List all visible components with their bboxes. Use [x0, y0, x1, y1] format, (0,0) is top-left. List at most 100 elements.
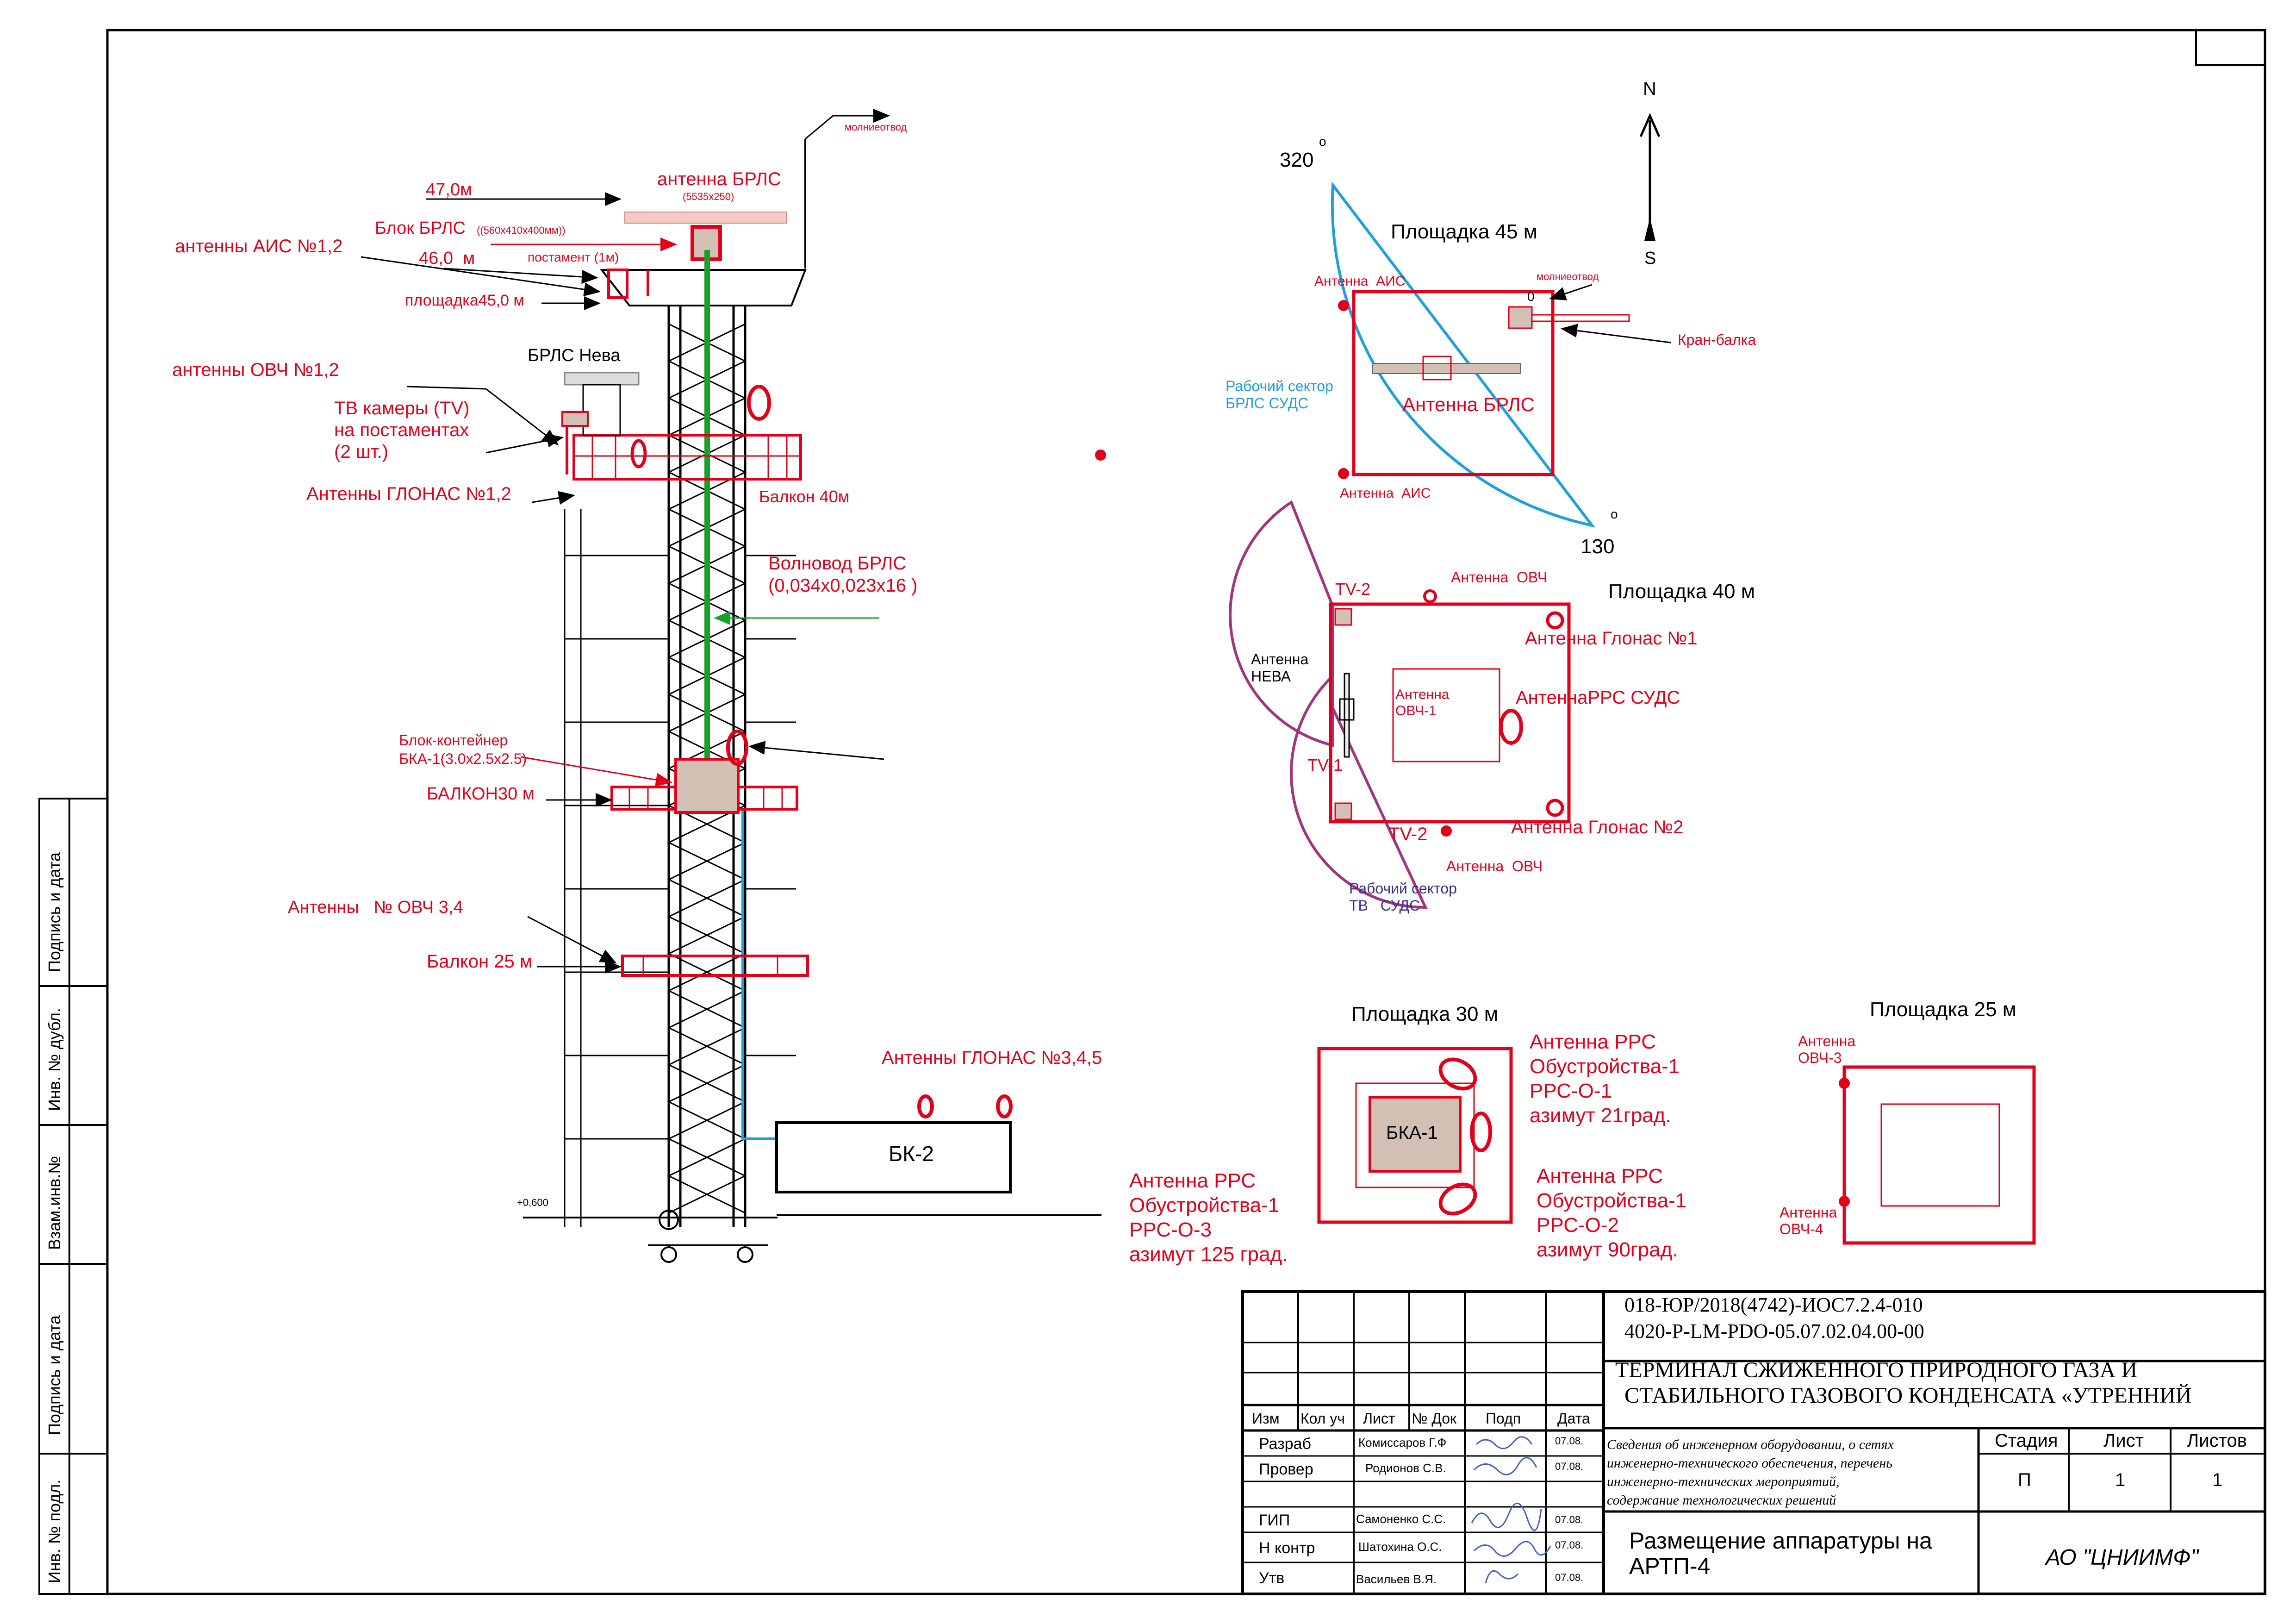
plan-30: Площадка 30 м БКА-1 Антенна РРС Обустрой…: [1317, 1003, 1686, 1261]
mark-zero: 0: [1527, 289, 1535, 304]
signer-date-2: 07.08.: [1555, 1461, 1583, 1472]
signer-name-2: Родионов С.В.: [1365, 1461, 1446, 1475]
hdr-doc: № Док: [1412, 1410, 1457, 1427]
stamp-dup-inv: Инв. № дубл.: [45, 1008, 64, 1111]
deg-320-label: 320: [1280, 149, 1313, 171]
description-line-2: инженерно-технического обеспечения, пере…: [1607, 1455, 1892, 1471]
sheets-label: Листов: [2187, 1430, 2247, 1451]
title-block-text: 018-ЮР/2018(4742)-ИОС7.2.4-010 4020-P-LM…: [1252, 1293, 2247, 1587]
bka1-label: БКА-1: [1386, 1123, 1438, 1143]
plan-45: Площадка 45 м 320 о 130 о Антенна АИС Ан…: [1226, 134, 1756, 558]
sheets-value: 1: [2212, 1470, 2222, 1490]
tv-sector-1: Рабочий сектор: [1349, 880, 1457, 897]
signer-name-5: Шатохина О.С.: [1358, 1540, 1442, 1554]
signer-date-5: 07.08.: [1555, 1539, 1583, 1551]
vhf3-label-1: Антенна: [1798, 1033, 1855, 1049]
neva-label-1: Антенна: [1251, 651, 1308, 668]
signer-date-4: 07.08.: [1555, 1514, 1583, 1525]
platform-45-label: площадка45,0 м: [405, 292, 524, 309]
tv2-top-label: TV-2: [1335, 580, 1370, 599]
level-47-label: 47,0м: [426, 180, 472, 200]
crane-label: Кран-балка: [1678, 331, 1756, 348]
tv-cameras-label-3: (2 шт.): [334, 442, 388, 462]
stage-label: Стадия: [1995, 1430, 2058, 1451]
block-container-label-2: БКА-1(3.0x2.5x2.5): [399, 750, 527, 767]
signer-date-6: 07.08.: [1555, 1572, 1583, 1583]
tv-cameras-label-1: ТВ камеры (TV): [334, 398, 469, 418]
signature-marks: [1471, 1436, 1551, 1584]
brls-sector-2: БРЛС СУДС: [1226, 395, 1308, 412]
rrs-o3-line-3: РРС-О-3: [1129, 1218, 1212, 1241]
description-line-4: содержание технологических решений: [1607, 1493, 1836, 1508]
stamp-signature-date-1: Подпись и дата: [45, 852, 64, 972]
sheet-title-1: Размещение аппаратуры на: [1629, 1528, 1932, 1554]
rrs-o2-line-4: азимут 90град.: [1537, 1238, 1678, 1261]
rrs-o1-line-2: Обустройства-1: [1530, 1055, 1680, 1078]
block-container-label-1: Блок-контейнер: [399, 732, 508, 749]
stamp-replace-inv: Взам.инв.№: [45, 1156, 64, 1250]
stage-value: П: [2018, 1470, 2031, 1490]
signer-role-6: Утв: [1259, 1569, 1284, 1587]
deg-130-sign: о: [1611, 507, 1618, 521]
level-46-label: 46,0 м: [419, 249, 475, 268]
rrs-o2-line-3: РРС-О-2: [1537, 1214, 1619, 1237]
bk2-box: [775, 1121, 1012, 1193]
hdr-sheet: Лист: [1363, 1410, 1395, 1427]
north-label: N: [1643, 79, 1656, 99]
vhf4-label-2: ОВЧ-4: [1780, 1221, 1823, 1237]
ais-top-label: Антенна АИС: [1314, 274, 1405, 289]
brls-antenna-bar: [624, 212, 787, 224]
vhf1-label-2: ОВЧ-1: [1395, 703, 1437, 718]
sheet-value: 1: [2115, 1470, 2125, 1490]
vhf-bottom-label: Антенна ОВЧ: [1446, 858, 1543, 874]
signer-role-1: Разраб: [1259, 1435, 1311, 1453]
rrs-o2-line-1: Антенна РРС: [1537, 1165, 1663, 1187]
south-label: S: [1644, 249, 1656, 268]
rrs-o2-line-2: Обустройства-1: [1537, 1189, 1686, 1212]
rrs-o3-line-1: Антенна РРС: [1129, 1169, 1256, 1192]
brls-neva-box: [564, 372, 640, 386]
plan25-title: Площадка 25 м: [1870, 998, 2016, 1021]
rrs-o1-line-3: РРС-О-1: [1530, 1080, 1612, 1102]
pedestal-label: постамент (1м): [528, 250, 619, 264]
deg-130-label: 130: [1580, 535, 1614, 558]
signer-name-1: Комиссаров Г.Ф: [1358, 1436, 1446, 1449]
plan-40: Площадка 40 м TV-2 Антенна ОВЧ Антенна Г…: [1229, 500, 1755, 914]
balcony-25-label: Балкон 25 м: [427, 951, 532, 972]
waveguide-label-1: Волновод БРЛС: [768, 553, 906, 574]
signer-role-2: Провер: [1259, 1461, 1313, 1478]
sheet-title-2: АРТП-4: [1629, 1553, 1710, 1579]
vhf-34-label: Антенны № ОВЧ 3,4: [288, 898, 463, 917]
plan45-title: Площадка 45 м: [1391, 220, 1537, 243]
tv1-label: TV-1: [1307, 756, 1343, 775]
tv-sector-2: ТВ СУДС: [1349, 897, 1420, 914]
vhf4-label-1: Антенна: [1780, 1204, 1837, 1221]
vhf-12-label: антенны ОВЧ №1,2: [172, 360, 339, 380]
tv2-bottom-label: TV-2: [1388, 824, 1427, 844]
sheet-label: Лист: [2103, 1430, 2144, 1451]
brls-plan-label: Антенна БРЛС: [1402, 394, 1535, 415]
company-name: АО "ЦНИИМФ": [2044, 1545, 2199, 1570]
rrs-o1-line-1: Антенна РРС: [1530, 1031, 1656, 1053]
balcony-40-label: Балкон 40м: [759, 487, 850, 506]
hdr-date: Дата: [1557, 1410, 1590, 1427]
signer-name-4: Самоненко С.С.: [1356, 1512, 1446, 1526]
tv-cameras-label-2: на постаментах: [334, 420, 469, 440]
vhf-top-label: Антенна ОВЧ: [1451, 569, 1547, 586]
signer-date-1: 07.08.: [1555, 1435, 1583, 1447]
glonass-345-label: Антенны ГЛОНАС №3,4,5: [882, 1048, 1102, 1068]
rrs-o3-line-4: азимут 125 град.: [1129, 1243, 1288, 1266]
hdr-sign: Подп: [1486, 1410, 1521, 1427]
vhf3-label-2: ОВЧ-3: [1798, 1049, 1842, 1066]
vhf1-label-1: Антенна: [1395, 687, 1450, 702]
tower-labels: молниеотвод антенна БРЛС (5535x250) 47,0…: [172, 121, 1102, 1208]
signer-name-6: Васильев В.Я.: [1356, 1572, 1437, 1586]
description-line-1: Сведения об инженерном оборудовании, о с…: [1607, 1437, 1894, 1452]
title-block: [1241, 1290, 2266, 1595]
plan40-title: Площадка 40 м: [1608, 580, 1755, 603]
rrs-o3-annotation: Антенна РРС Обустройства-1 РРС-О-3 азиму…: [1129, 1169, 1288, 1266]
stamp-signature-date-2: Подпись и дата: [45, 1315, 64, 1435]
signer-role-4: ГИП: [1259, 1512, 1290, 1529]
ais-antennas-label: антенны АИС №1,2: [175, 236, 342, 256]
